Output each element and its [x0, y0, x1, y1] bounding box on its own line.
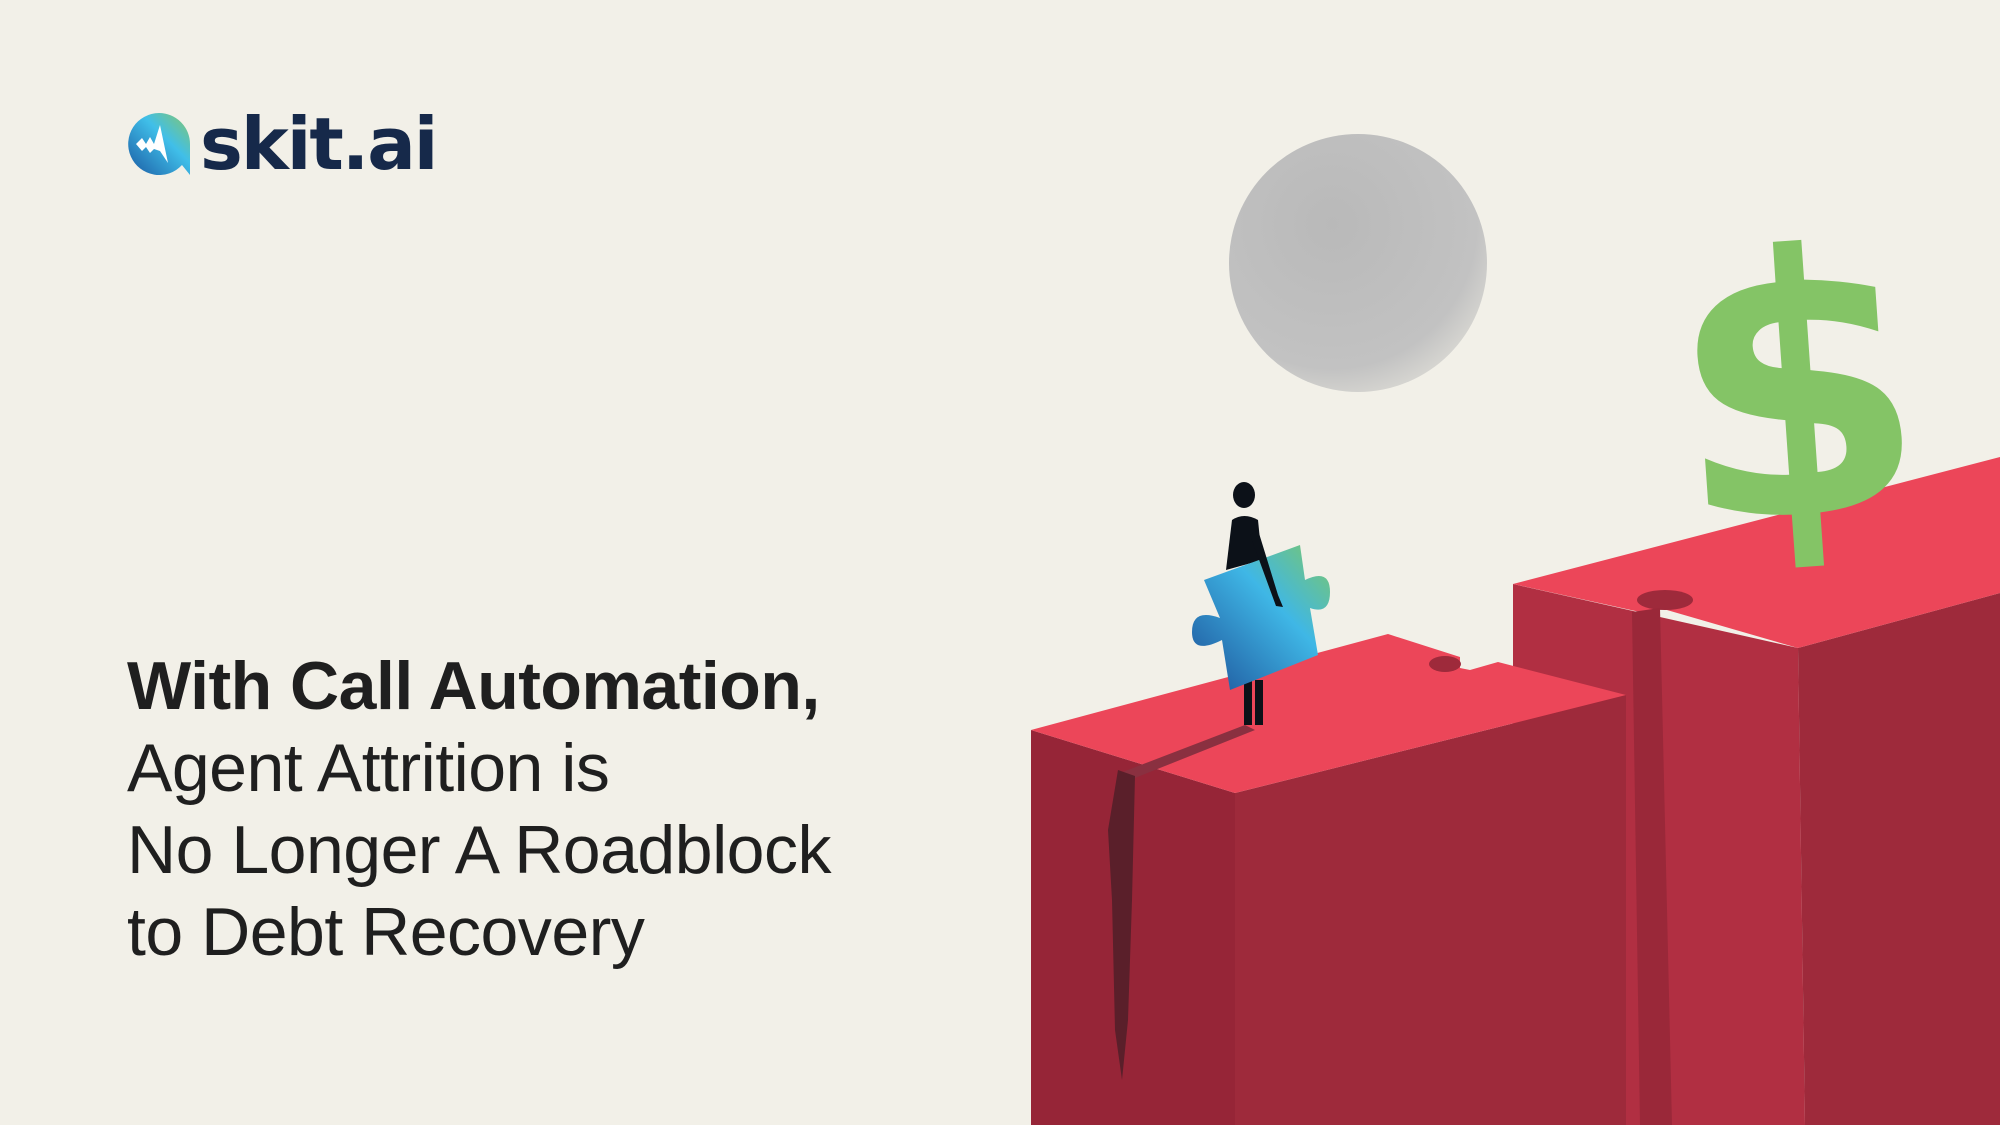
headline-line-3: No Longer A Roadblock [127, 812, 832, 888]
left-cliff-block [1031, 634, 1626, 1125]
voice-wave-chat-bubble-icon [128, 113, 190, 175]
moon [1229, 134, 1487, 392]
dollar-sign-icon: $ [1657, 171, 1937, 608]
headline: With Call Automation, Agent Attrition is… [127, 645, 832, 973]
brand-logo[interactable]: skit.ai [126, 102, 438, 186]
person-holding-puzzle-piece [1192, 482, 1330, 725]
brand-name: skit.ai [200, 102, 438, 186]
headline-line-2: Agent Attrition is [127, 730, 610, 806]
headline-line-4: to Debt Recovery [127, 894, 645, 970]
headline-line-1: With Call Automation, [127, 648, 820, 724]
